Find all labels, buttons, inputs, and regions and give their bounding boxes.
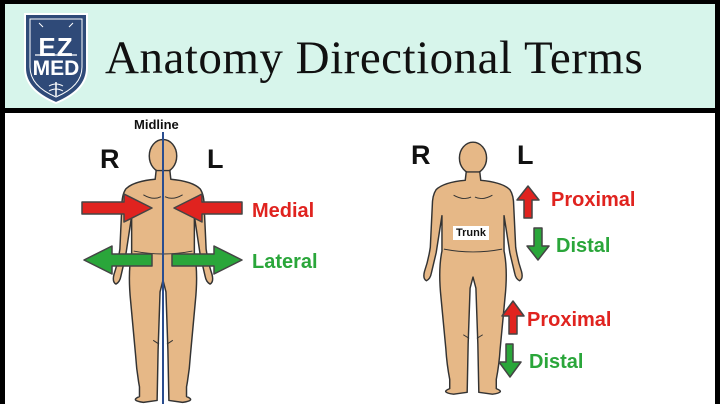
lower-proximal-arrow — [501, 300, 525, 335]
upper-proximal-arrow — [516, 185, 540, 219]
upper-distal-arrow — [526, 227, 550, 261]
shield-badge-icon — [24, 13, 88, 105]
lateral-label: Lateral — [252, 251, 318, 273]
medial-arrow-right-side — [81, 193, 153, 223]
lower-distal-label: Distal — [529, 351, 584, 373]
left-figure-left-label: L — [207, 144, 224, 174]
upper-proximal-label: Proximal — [551, 189, 636, 211]
lower-proximal-label: Proximal — [527, 309, 612, 331]
left-figure-right-label: R — [100, 144, 120, 174]
logo-ez-text: EZ — [38, 32, 74, 62]
lateral-arrow-right-side — [83, 245, 153, 275]
page-title: Anatomy Directional Terms — [105, 32, 644, 84]
lower-distal-arrow — [498, 343, 522, 378]
logo-med-text: MED — [32, 57, 80, 80]
right-figure-right-label: R — [411, 140, 431, 170]
upper-distal-label: Distal — [556, 235, 611, 257]
trunk-label: Trunk — [453, 226, 489, 240]
lateral-arrow-left-side — [171, 245, 243, 275]
medial-arrow-left-side — [173, 193, 243, 223]
title-banner: EZ MED Anatomy Directional Terms — [5, 4, 715, 111]
right-figure-left-label: L — [517, 140, 534, 170]
ezmed-logo: EZ MED — [19, 10, 93, 106]
medial-label: Medial — [252, 200, 315, 222]
midline-label: Midline — [134, 117, 179, 132]
